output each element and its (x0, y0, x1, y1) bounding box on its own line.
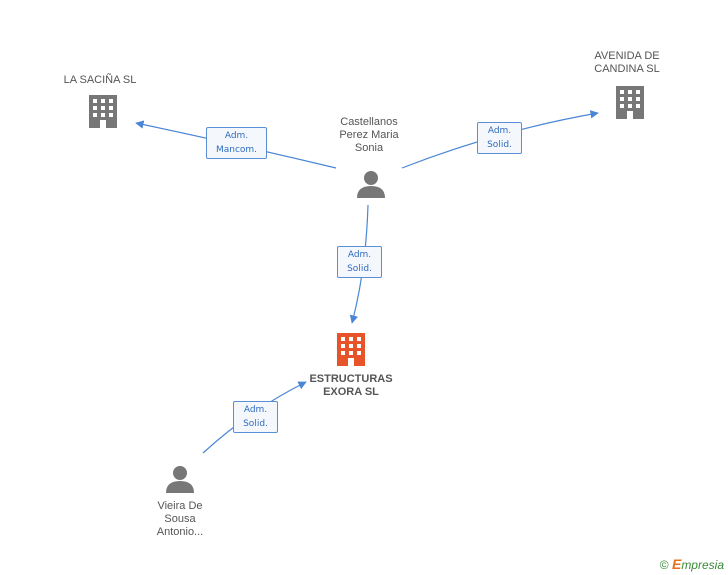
edge-label-adm-mancom: Adm. Mancom. (206, 127, 267, 159)
node-label-avenida-candina[interactable]: AVENIDA DE CANDINA SL (594, 50, 660, 75)
node-label-vieira[interactable]: Vieira De Sousa Antonio... (156, 500, 204, 538)
node-label-la-sacina[interactable]: LA SACIÑA SL (63, 74, 137, 86)
brand-logo-text: mpresia (681, 558, 724, 572)
node-label-castellanos[interactable]: Castellanos Perez Maria Sonia (339, 116, 399, 154)
building-icon (89, 95, 117, 128)
building-icon (616, 86, 644, 119)
edge-label-adm-solid: Adm. Solid. (233, 401, 278, 433)
node-label-estructuras[interactable]: ESTRUCTURAS EXORA SL (309, 373, 393, 398)
person-icon (166, 466, 194, 493)
copyright-icon: © (659, 558, 669, 572)
person-icon (357, 171, 385, 198)
edge-label-adm-solid: Adm. Solid. (337, 246, 382, 278)
edge-label-adm-solid: Adm. Solid. (477, 122, 522, 154)
brand-footer: © Empresia (660, 556, 724, 572)
building-icon (337, 333, 365, 366)
brand-logo-initial: E (671, 556, 682, 572)
